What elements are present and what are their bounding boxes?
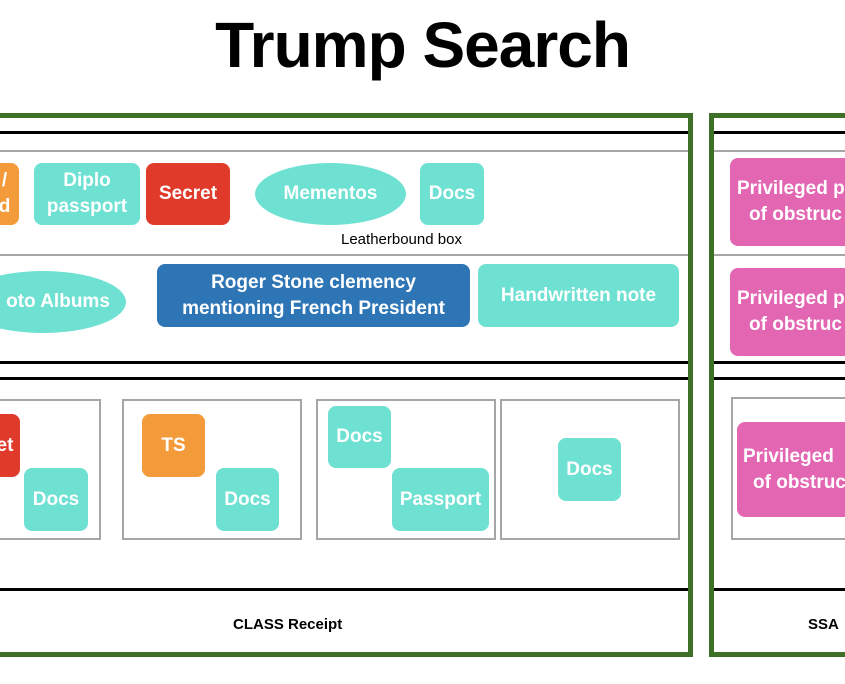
- box3-docs-chip: Docs: [328, 406, 391, 468]
- box2-ts-chip: TS: [142, 414, 205, 477]
- box4-docs-chip: Docs: [558, 438, 621, 501]
- box3-passport-chip: Passport: [392, 468, 489, 531]
- ssa-divider-row1-top: [714, 150, 845, 152]
- page-title: Trump Search: [215, 9, 631, 81]
- ssa-divider-top: [714, 131, 845, 134]
- box1-docs-chip: Docs: [24, 468, 88, 531]
- privileged-chip-3: Privileged of obstruc: [737, 422, 845, 517]
- privileged-chip-2: Privileged p of obstruc: [730, 268, 845, 356]
- leatherbound-caption: Leatherbound box: [341, 231, 462, 248]
- mementos-oval: Mementos: [255, 163, 406, 225]
- secret-chip: Secret: [146, 163, 230, 225]
- ssa-divider-bottom: [714, 588, 845, 591]
- divider-top: [0, 131, 688, 134]
- diplo-passport-chip: Diplo passport: [34, 163, 140, 225]
- ssa-divider-mid-1: [714, 361, 845, 364]
- class-receipt-label: CLASS Receipt: [233, 616, 343, 633]
- handwritten-note-chip: Handwritten note: [478, 264, 679, 327]
- box2-docs-chip: Docs: [216, 468, 279, 531]
- divider-mid-1: [0, 361, 688, 364]
- divider-row1-top: [0, 150, 688, 152]
- class-receipt-frame: [0, 113, 693, 657]
- cut-off-orange-chip: / d: [0, 163, 19, 225]
- roger-stone-clemency-chip: Roger Stone clemency mentioning French P…: [157, 264, 470, 327]
- privileged-chip-1: Privileged p of obstruc: [730, 158, 845, 246]
- box1-secret-chip: et: [0, 414, 20, 477]
- ssa-frame: [709, 113, 845, 657]
- divider-bottom: [0, 588, 688, 591]
- ssa-label: SSA: [808, 616, 839, 633]
- divider-row1-bottom: [0, 254, 688, 256]
- divider-mid-2: [0, 377, 688, 380]
- ssa-divider-row1-bottom: [714, 254, 845, 256]
- ssa-divider-mid-2: [714, 377, 845, 380]
- docs-chip-row1: Docs: [420, 163, 484, 225]
